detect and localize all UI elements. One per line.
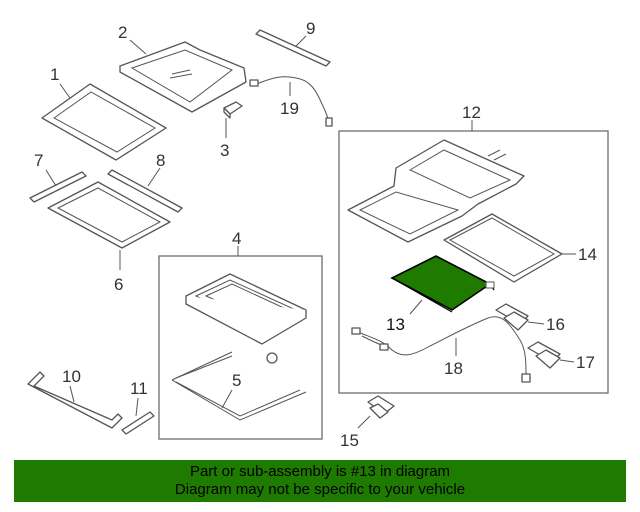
banner-line-1: Part or sub-assembly is #13 in diagram: [189, 463, 451, 480]
callout-19[interactable]: 19: [280, 99, 299, 118]
callout-15[interactable]: 15: [340, 431, 359, 450]
callout-9[interactable]: 9: [306, 19, 315, 38]
part-11-strip: [121, 411, 155, 435]
leader-lines: [45, 35, 576, 429]
callout-16[interactable]: 16: [546, 315, 565, 334]
callout-7[interactable]: 7: [34, 151, 43, 170]
part-18-cable: [351, 316, 531, 383]
callout-18[interactable]: 18: [444, 359, 463, 378]
callout-labels: 1 2 3 4 5 6 7 8 9 10 11 12 13 14 15 16 1…: [34, 19, 597, 450]
part-19-drain-hose: [249, 76, 333, 127]
callout-14[interactable]: 14: [578, 245, 597, 264]
part-6-frame: [47, 181, 171, 249]
part-7-seal: [29, 171, 87, 203]
callout-17[interactable]: 17: [576, 353, 595, 372]
callout-10[interactable]: 10: [62, 367, 81, 386]
callout-5[interactable]: 5: [232, 371, 241, 390]
part-4-glass-assembly: [185, 273, 307, 364]
callout-1[interactable]: 1: [50, 65, 59, 84]
part-8-seal: [107, 169, 183, 213]
part-5-seal-ring: [171, 351, 307, 421]
part-15-motor: [367, 395, 395, 419]
banner-line-2: Diagram may not be specific to your vehi…: [174, 481, 466, 498]
part-2-panel: [119, 41, 247, 113]
info-banner: Part or sub-assembly is #13 in diagram D…: [14, 460, 626, 502]
part-17-motor: [527, 341, 561, 369]
callout-13[interactable]: 13: [386, 315, 405, 334]
part-1-glass-panel: [41, 83, 167, 161]
callout-8[interactable]: 8: [156, 151, 165, 170]
callout-12[interactable]: 12: [462, 103, 481, 122]
callout-3[interactable]: 3: [220, 141, 229, 160]
part-12-housing: [347, 139, 525, 243]
callout-4[interactable]: 4: [232, 229, 241, 248]
part-9-strip: [255, 29, 331, 67]
part-13-highlighted[interactable]: [390, 255, 495, 313]
callout-6[interactable]: 6: [114, 275, 123, 294]
callout-11[interactable]: 11: [130, 379, 148, 398]
part-3-bracket: [223, 101, 243, 119]
part-10-deflector: [27, 371, 123, 429]
callout-2[interactable]: 2: [118, 23, 127, 42]
part-16-motor: [495, 303, 529, 331]
